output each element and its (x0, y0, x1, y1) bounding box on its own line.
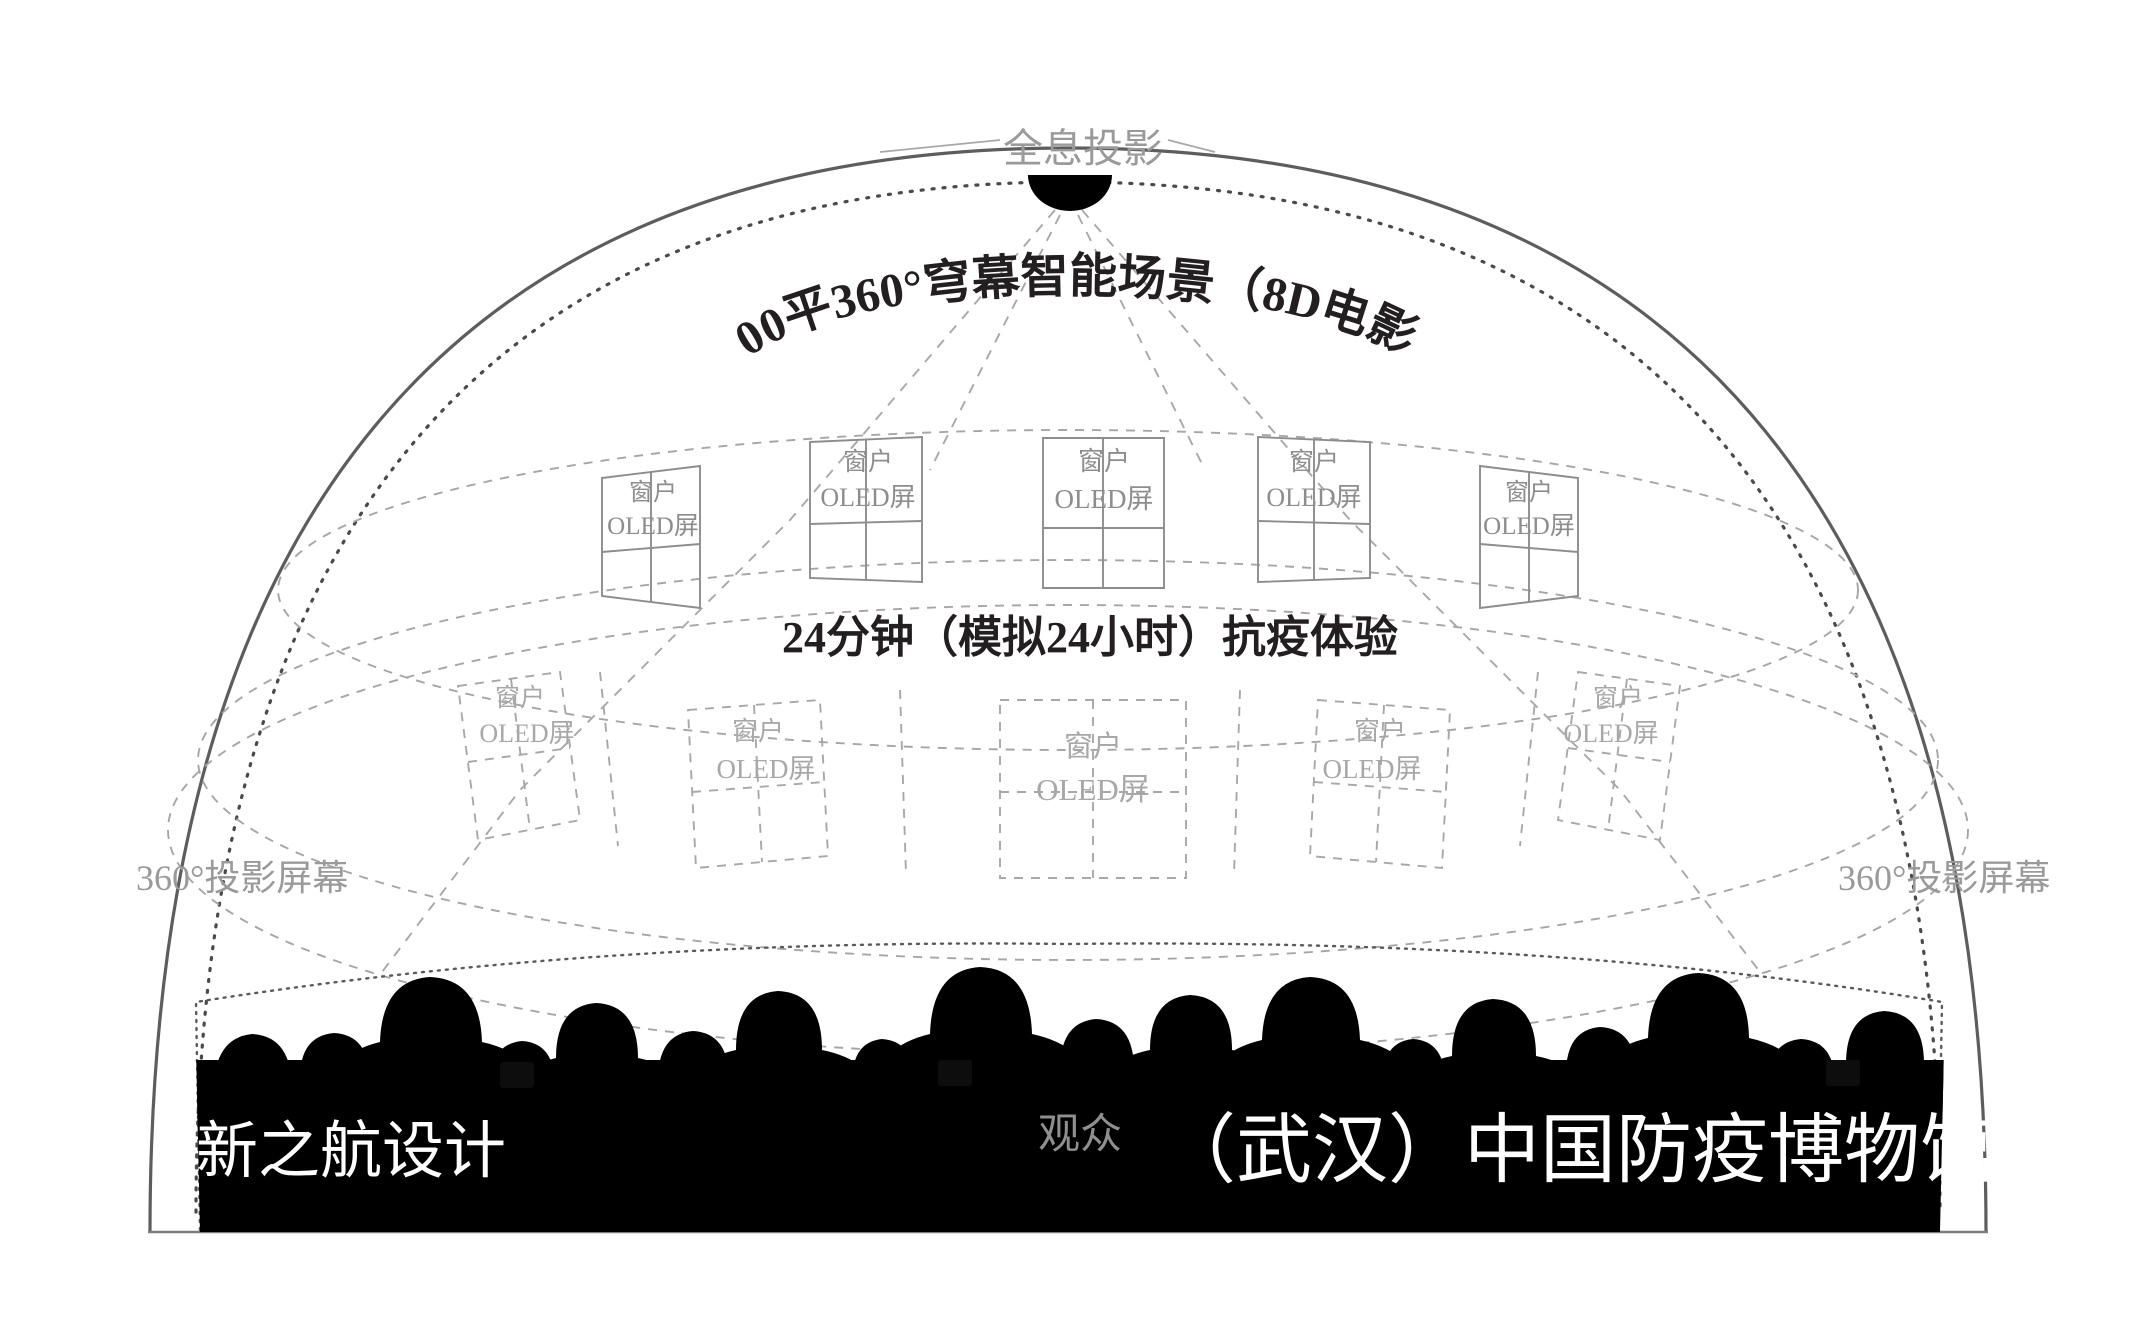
projector-leader-line-right (1167, 139, 1216, 153)
window-panel-u1[interactable]: 窗户 OLED屏 (601, 464, 701, 610)
audience-label: 观众 (1038, 1112, 1122, 1158)
window-label-line1-l3: 窗户 (1064, 730, 1122, 763)
window-label-line1-u5: 窗户 (1505, 479, 1553, 506)
brand-label: 新之航设计 (196, 1117, 506, 1186)
lower-screen-ring (167, 604, 1969, 1056)
middle-screen-ring (197, 559, 1939, 961)
window-panel-u3[interactable]: 窗户 OLED屏 (1042, 437, 1165, 589)
lower-window-row: 窗户 OLED屏 窗户 OLED屏 窗户 OLED屏 (456, 670, 1682, 879)
screen-label-right: 360°投影屏幕 (1838, 858, 2050, 898)
window-label-line1-u1: 窗户 (629, 479, 677, 506)
window-label-line2-l5: OLED屏 (1563, 719, 1658, 748)
lower-band-separators (599, 671, 1539, 875)
page-title: （武汉）中国防疫博物馆 (1160, 1108, 1996, 1193)
experience-label: 24分钟（模拟24小时）抗疫体验 (782, 613, 1398, 662)
dome-outer-wall (148, 146, 1988, 1233)
window-label-line1-u3: 窗户 (1078, 447, 1130, 476)
window-panel-u5[interactable]: 窗户 OLED屏 (1479, 464, 1579, 610)
projector-leader-line (879, 139, 1001, 153)
upper-screen-ring (277, 429, 1859, 751)
projector-label: 全息投影 (1003, 126, 1163, 171)
window-label-line1-l1: 窗户 (495, 684, 545, 712)
window-label-line2-l3: OLED屏 (1036, 772, 1150, 807)
window-panel-u4[interactable]: 窗户 OLED屏 (1257, 436, 1371, 583)
audience-block-border (194, 942, 1944, 1232)
holographic-projector-icon (1028, 175, 1112, 211)
upper-window-row: 窗户 OLED屏 窗户 OLED屏 窗户 OLED屏 (601, 436, 1579, 610)
projection-rays (381, 209, 1761, 973)
window-panel-u2[interactable]: 窗户 OLED屏 (809, 436, 923, 583)
window-panel-l1[interactable]: 窗户 OLED屏 (456, 670, 582, 842)
window-label-line1-l2: 窗户 (732, 717, 784, 746)
dome-headline: 1000平360°穹幕智能场景（8D电影） (0, 0, 1425, 366)
window-label-line2-u5: OLED屏 (1483, 513, 1575, 540)
window-label-line2-u4: OLED屏 (1266, 483, 1361, 512)
window-label-line2-u3: OLED屏 (1055, 484, 1154, 514)
screen-label-left: 360°投影屏幕 (136, 858, 348, 898)
window-panel-l5[interactable]: 窗户 OLED屏 (1556, 670, 1682, 842)
window-label-line1-l4: 窗户 (1354, 717, 1406, 746)
window-label-line1-u4: 窗户 (1289, 448, 1339, 476)
audience-block (194, 942, 1945, 1232)
window-panel-l4[interactable]: 窗户 OLED屏 (1309, 698, 1451, 870)
window-label-line2-l2: OLED屏 (717, 754, 816, 784)
window-label-line2-l1: OLED屏 (479, 719, 574, 748)
seat-marks (500, 1060, 1860, 1088)
projection-surface-arc (194, 180, 1942, 1214)
audience-silhouettes (195, 967, 1945, 1136)
window-label-line1-u2: 窗户 (843, 448, 893, 476)
window-panel-l2[interactable]: 窗户 OLED屏 (687, 698, 829, 870)
window-panel-l3[interactable]: 窗户 OLED屏 (999, 699, 1187, 879)
window-label-line2-u1: OLED屏 (607, 513, 699, 540)
window-label-line2-u2: OLED屏 (820, 483, 915, 512)
window-label-line2-l4: OLED屏 (1323, 754, 1422, 784)
window-label-line1-l5: 窗户 (1593, 684, 1643, 712)
